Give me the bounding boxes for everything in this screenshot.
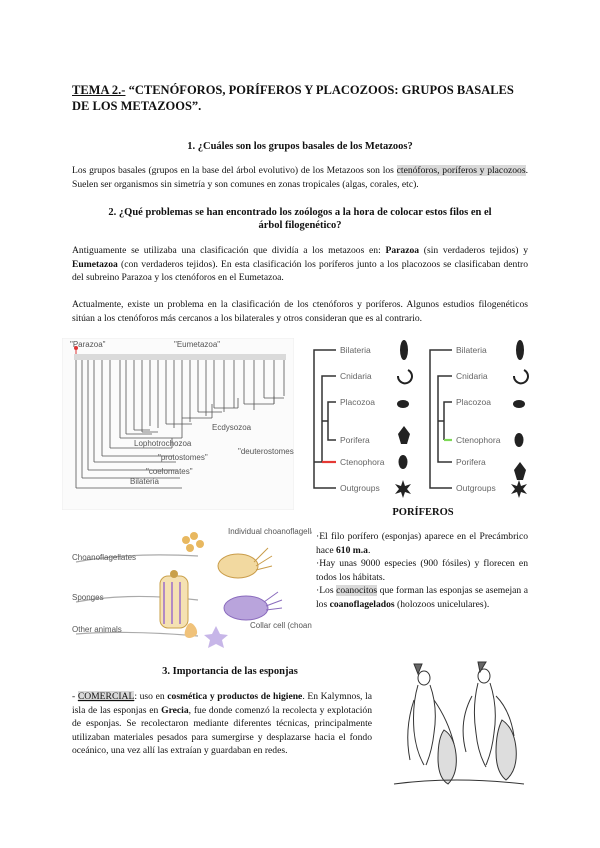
clado-right-label-5: Porifera (456, 457, 486, 467)
human-silhouette-icon (516, 340, 524, 360)
p-l3-hl: coanocitos (336, 585, 378, 596)
p-l3-c: (holozoos unicelulares). (394, 598, 490, 610)
s2p1-c: (con verdaderos tejidos). En esta clasif… (72, 258, 528, 284)
tree-label-parazoa: "Parazoa" (70, 340, 106, 349)
s3-b2: Grecia (161, 704, 189, 716)
clado-right-label-3: Placozoa (456, 397, 491, 407)
metazoa-tree-figure: "Parazoa" "Eumetazoa" Lophotrochozoa Ecd… (62, 338, 294, 510)
s2p1-a: Antiguamente se utilizaba una clasificac… (72, 245, 386, 256)
poriferos-line2: ·Hay unas 9000 especies (900 fósiles) y … (316, 558, 528, 583)
ctenophore-icon (514, 433, 524, 447)
section1-text-end: . Suelen ser organismos sin simetría y s… (72, 165, 528, 190)
clado-left-label-1: Bilateria (340, 345, 371, 355)
section2-paragraph2: Actualmente, existe un problema en la cl… (72, 299, 528, 324)
poriferos-text: ·El filo porífero (esponjas) aparece en … (316, 530, 528, 611)
human-silhouette-icon (400, 340, 408, 360)
section1-heading: 1. ¿Cuáles son los grupos basales de los… (187, 141, 413, 152)
section1-paragraph: Los grupos basales (grupos en la base de… (72, 164, 528, 191)
label-sponges: Sponges (72, 593, 104, 602)
clado-right-label-1: Bilateria (456, 345, 487, 355)
jellyfish-icon (512, 369, 529, 385)
sponge-icon (398, 426, 410, 444)
outgroup-icon (395, 480, 411, 498)
section1-highlight: ctenóforos, poríferos y placozoos (396, 165, 526, 176)
s3-a: : uso en (134, 691, 168, 702)
clado-left-label-3: Placozoa (340, 397, 375, 407)
title-text: “CTENÓFOROS, PORÍFEROS Y PLACOZOOS: GRUP… (72, 83, 514, 113)
tree-label-eumetazoa: "Eumetazoa" (174, 340, 220, 349)
clado-right-label-2: Cnidaria (456, 371, 488, 381)
s3-c: . En Kalymnos, la isla de las esponjas e… (72, 691, 373, 716)
s3-d: , fue donde comenzó la recolecta y explo… (72, 704, 373, 757)
s3-dash: - (72, 691, 78, 702)
outgroup-icon (511, 480, 527, 498)
tree-label-ecdysozoa: Ecdysozoa (212, 423, 252, 432)
placozoa-blob-icon (513, 400, 525, 408)
label-choanoflagellates: Choanoflagellates (72, 553, 136, 562)
root-marker-icon (74, 346, 78, 350)
clado-left-label-2: Cnidaria (340, 371, 372, 381)
p-l3-a: ·Los (316, 585, 337, 596)
s3-b1: cosmética y productos de higiene (167, 691, 303, 702)
tree-label-protostomes: "protostomes" (158, 453, 208, 462)
p-l3-b: que forman las esponjas se asemejan a lo… (316, 585, 528, 610)
tree-label-lophotrochozoa: Lophotrochozoa (134, 439, 192, 448)
label-collar-cell: Collar cell (choanocyte) (250, 621, 312, 630)
tree-label-deuterostomes: "deuterostomes" (238, 447, 294, 456)
page-title: TEMA 2.- “CTENÓFOROS, PORÍFEROS Y PLACOZ… (72, 82, 532, 114)
jellyfish-icon (396, 369, 413, 385)
section2-heading: 2. ¿Qué problemas se han encontrado los … (108, 207, 492, 231)
animal-icon (184, 623, 198, 638)
clado-left-label-4: Porifera (340, 435, 370, 445)
p-l1-c: . (367, 544, 371, 556)
poriferos-heading: PORÍFEROS (392, 507, 454, 518)
collar-cell-icon (223, 595, 269, 621)
tree-label-coelomates: "coelomates" (146, 467, 193, 476)
section2-paragraph1: Antiguamente se utilizaba una clasificac… (72, 244, 528, 285)
s2p1-parazoa: Parazoa (385, 245, 420, 256)
placozoa-blob-icon (397, 400, 409, 408)
individual-choanoflagellate-icon (217, 553, 259, 579)
label-other-animals: Other animals (72, 625, 122, 634)
section3-paragraph: - COMERCIAL: uso en cosmética y producto… (72, 690, 372, 758)
section3-heading: 3. Importancia de las esponjas (162, 666, 298, 677)
p-l1-a: ·El filo porífero (esponjas) aparece en … (316, 531, 528, 556)
choanoflagellate-figure: Choanoflagellates Sponges Other animals … (68, 522, 312, 650)
poriferos-line1: ·El filo porífero (esponjas) aparece en … (316, 530, 528, 557)
poriferos-line3: ·Los coanocitos que forman las esponjas … (316, 584, 528, 611)
sponge-icon (514, 462, 526, 480)
p-l3-bold: coanoflagelados (329, 598, 395, 610)
title-prefix: TEMA 2.- (72, 83, 126, 97)
s3-comercial: COMERCIAL (77, 691, 135, 702)
label-individual-choanoflagellate: Individual choanoflagellate (228, 527, 312, 536)
section1-text-start: Los grupos basales (grupos en la base de… (72, 165, 397, 176)
clado-right-label-4: Ctenophora (456, 435, 501, 445)
sponge-divers-illustration (384, 660, 534, 788)
clado-left-label-5: Ctenophora (340, 457, 385, 467)
tree-label-bilateria: Bilateria (130, 477, 159, 486)
ctenophore-icon (398, 455, 408, 469)
s2p1-b: (sin verdaderos tejidos) y (419, 245, 528, 256)
choanoflagellate-colony-icon (182, 532, 204, 552)
p-l1-b: 610 m.a (335, 544, 368, 556)
s2p1-eumetazoa: Eumetazoa (72, 258, 118, 270)
starfish-icon (204, 626, 228, 648)
clado-left-label-6: Outgroups (340, 483, 380, 493)
cladograms-figure: Bilateria Cnidaria Placozoa Porifera Cte… (313, 340, 529, 498)
clado-right-label-6: Outgroups (456, 483, 496, 493)
